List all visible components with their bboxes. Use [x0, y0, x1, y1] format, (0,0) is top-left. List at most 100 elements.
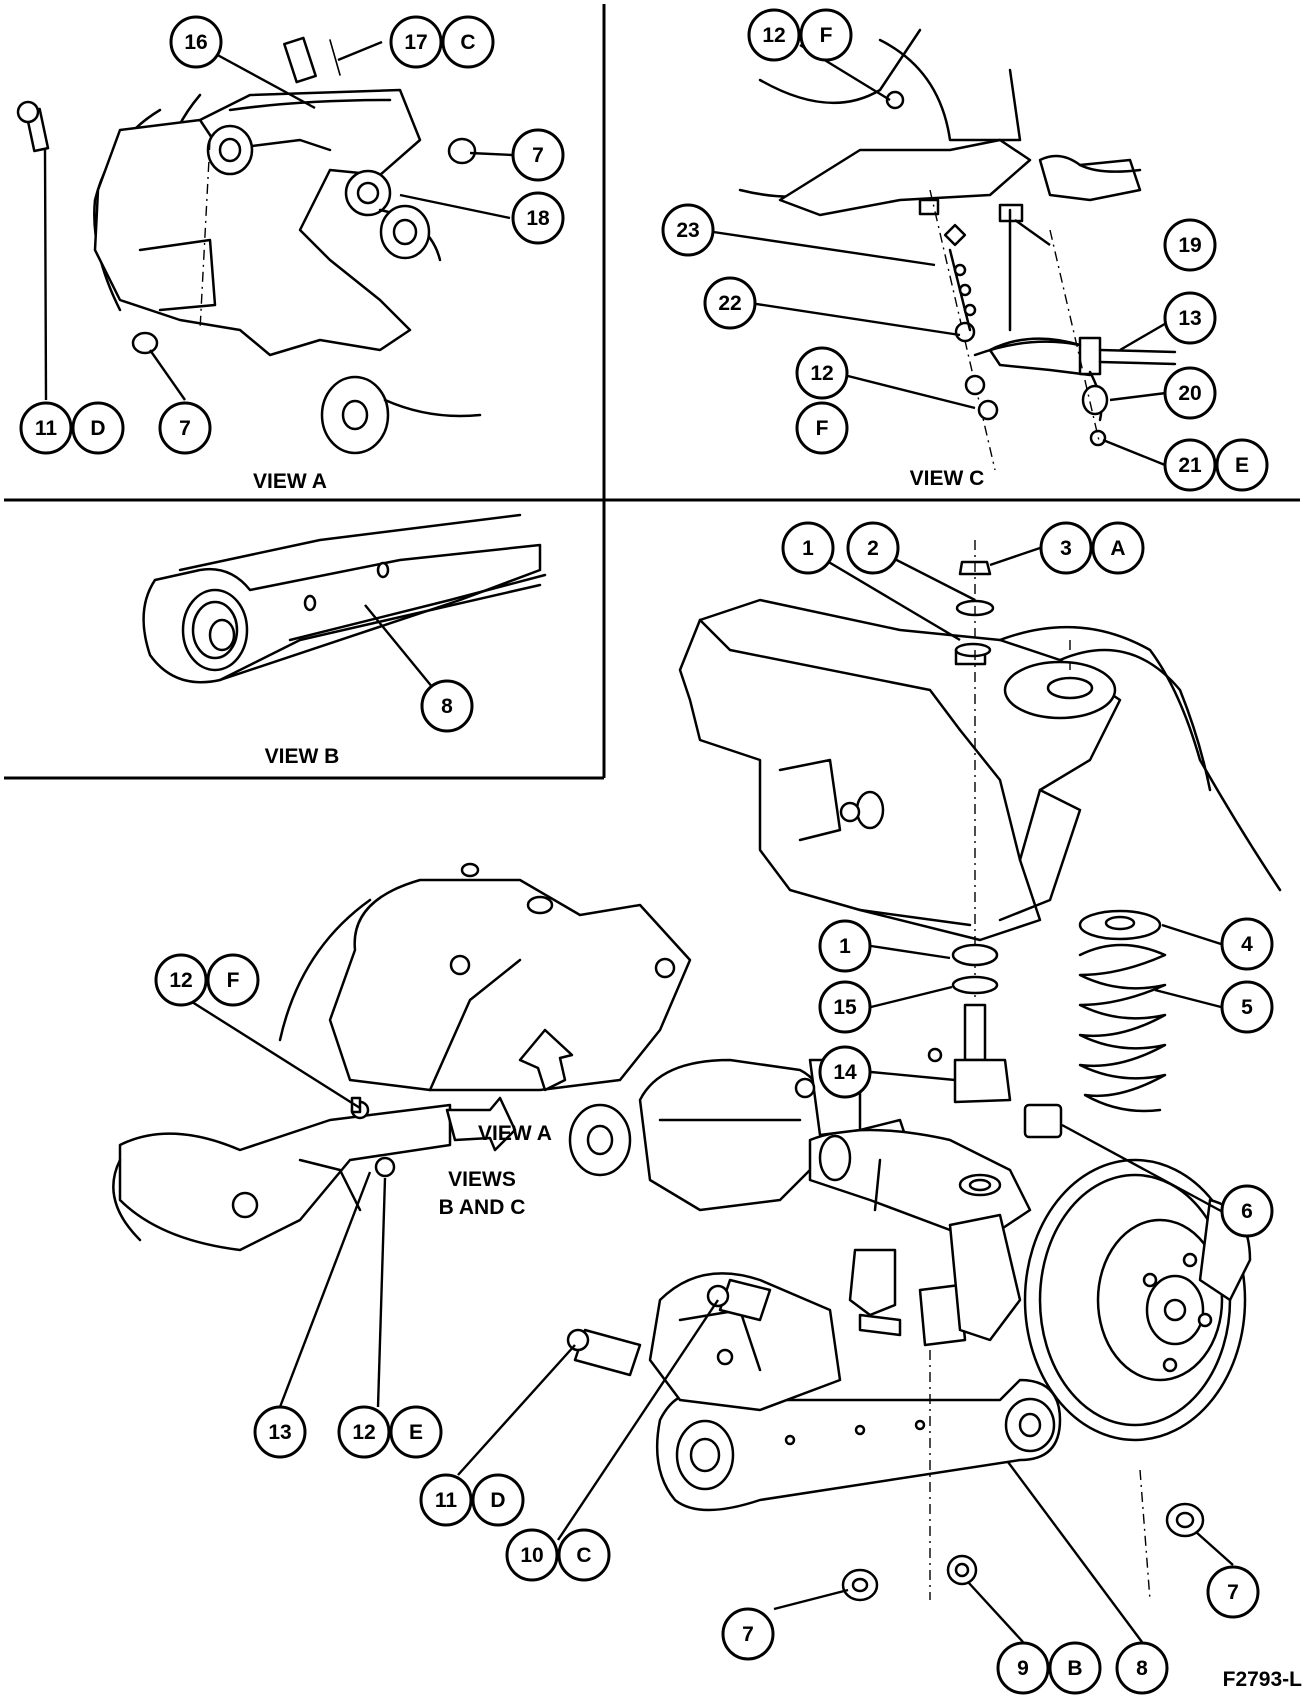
view-c-artwork [738, 28, 1177, 471]
view-c-label: VIEW C [910, 467, 985, 490]
callout-circle [1163, 438, 1217, 492]
callout-m-15: 15 [818, 980, 872, 1034]
callout-circle [1163, 291, 1217, 345]
callout-circle [511, 191, 565, 245]
callout-number: 17 [404, 31, 427, 54]
callout-number: 7 [179, 417, 191, 440]
callout-circle [799, 8, 853, 62]
callout-circle [1115, 1641, 1169, 1695]
callout-letter: C [460, 31, 475, 54]
callout-c-13: 13 [1163, 291, 1217, 345]
figure-id: F2793-L [1223, 1668, 1303, 1691]
callout-number: 9 [1017, 1657, 1029, 1680]
callout-number: 14 [833, 1061, 857, 1084]
callout-letter: E [409, 1421, 423, 1444]
callout-number: 20 [1178, 382, 1201, 405]
callout-letter: F [820, 24, 833, 47]
callout-number: 12 [810, 362, 833, 385]
callout-c-20: 20 [1163, 366, 1217, 420]
callout-m-7-right: 7 [1206, 1565, 1260, 1619]
callout-circle [703, 276, 757, 330]
callout-number: 6 [1241, 1200, 1253, 1223]
callout-m-5: 5 [1220, 980, 1274, 1034]
callout-circle [389, 15, 443, 69]
callout-circle [818, 919, 872, 973]
callout-a-7-top: 7 [511, 128, 565, 182]
callout-number: 8 [1136, 1657, 1148, 1680]
callout-circle [818, 1045, 872, 1099]
callout-circle [253, 1405, 307, 1459]
callout-number: 13 [268, 1421, 291, 1444]
callout-number: 5 [1241, 996, 1253, 1019]
view-b-label: VIEW B [265, 745, 340, 768]
callout-circle [19, 401, 73, 455]
callout-circle [441, 15, 495, 69]
callout-letter: F [227, 969, 240, 992]
main-assembly-artwork [112, 540, 1282, 1602]
callout-circle [1163, 218, 1217, 272]
callout-circle [781, 521, 835, 575]
callout-c-23: 23 [661, 203, 715, 257]
callout-letter: D [90, 417, 105, 440]
callout-circle [471, 1473, 525, 1527]
callout-a-7-bottom: 7 [158, 401, 212, 455]
callout-circle [747, 8, 801, 62]
callout-circle [721, 1607, 775, 1661]
callout-letter: E [1235, 454, 1249, 477]
callout-circle [1215, 438, 1269, 492]
callout-number: 16 [184, 31, 207, 54]
callout-number: 7 [742, 1623, 754, 1646]
callout-number: 19 [1178, 234, 1201, 257]
callout-c-f: F [795, 401, 849, 455]
callout-circle [206, 953, 260, 1007]
callout-circle [1048, 1641, 1102, 1695]
view-a-label: VIEW A [253, 470, 327, 493]
callout-number: 23 [676, 219, 699, 242]
callout-number: 1 [802, 537, 814, 560]
callout-number: 13 [1178, 307, 1201, 330]
callout-number: 11 [435, 1489, 458, 1512]
callout-circle [505, 1528, 559, 1582]
callout-number: 8 [441, 695, 453, 718]
callout-m-6: 6 [1220, 1184, 1274, 1238]
callout-circle [71, 401, 125, 455]
callout-circle [846, 521, 900, 575]
callout-number: 11 [35, 417, 58, 440]
callout-circle [154, 953, 208, 1007]
callout-m-12-e: 12 E [337, 1405, 443, 1459]
callout-a-11: 11 D [19, 401, 125, 455]
callout-circle [795, 401, 849, 455]
callout-number: 4 [1241, 933, 1253, 956]
callout-letter: D [490, 1489, 505, 1512]
callout-number: 12 [169, 969, 192, 992]
callout-circle [795, 346, 849, 400]
callout-letter: B [1067, 1657, 1082, 1680]
callout-circle [389, 1405, 443, 1459]
callout-c-22: 22 [703, 276, 757, 330]
callout-m-11: 11 D [419, 1473, 525, 1527]
callout-number: 21 [1178, 454, 1202, 477]
view-b-artwork [142, 513, 547, 684]
callout-m-8: 8 [1115, 1641, 1169, 1695]
callout-circle [1220, 980, 1274, 1034]
callout-circle [1091, 521, 1145, 575]
callout-number: 12 [352, 1421, 375, 1444]
callout-circle [169, 15, 223, 69]
callout-circle [1206, 1565, 1260, 1619]
callout-circle [1163, 366, 1217, 420]
callout-circle [419, 1473, 473, 1527]
callout-m-14: 14 [818, 1045, 872, 1099]
callout-b-8: 8 [420, 679, 474, 733]
callout-letter: A [1110, 537, 1125, 560]
callout-circle [818, 980, 872, 1034]
callout-m-13: 13 [253, 1405, 307, 1459]
callout-circle [1039, 521, 1093, 575]
callout-number: 3 [1060, 537, 1072, 560]
callout-number: 15 [833, 996, 857, 1019]
callout-number: 18 [526, 207, 550, 230]
callout-m-1-top: 1 [781, 521, 835, 575]
